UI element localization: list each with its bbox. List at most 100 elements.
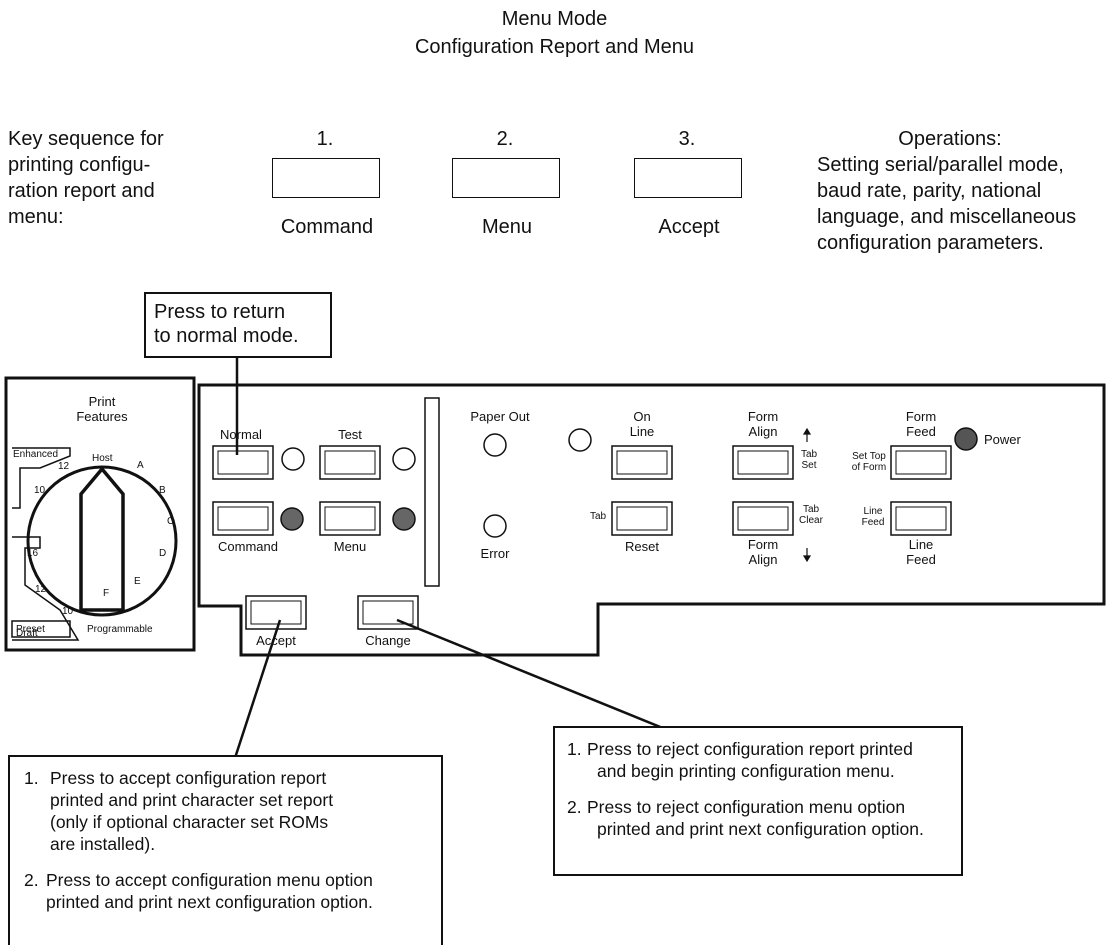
print-features-title: Print Features: [62, 394, 142, 424]
on-line-indicator: [568, 428, 592, 452]
accept-callout-line: printed and print character set report: [50, 790, 334, 810]
set-top-of-form-label-line: of Form: [851, 462, 887, 473]
change-callout-item: 2. Press to reject configuration menu op…: [567, 796, 951, 840]
draft-label: Draft: [16, 628, 38, 639]
normal-key-label: Normal: [220, 427, 262, 442]
tab-clear-label-line: Tab: [802, 504, 820, 515]
normal-callout-line: Press to return: [154, 301, 286, 323]
change-callout-line: and begin printing configuration menu.: [597, 761, 895, 781]
line-feed-label: Line Feed: [891, 537, 951, 567]
preset-label: Preset: [16, 624, 45, 635]
form-align-up-label-line: Align: [748, 424, 778, 439]
accept-callout-line: Press to accept configuration report: [50, 768, 327, 788]
on-line-label: On Line: [612, 409, 672, 439]
step-number-1: 1.: [316, 128, 334, 150]
tab-set-label-line: Tab: [800, 449, 818, 460]
test-indicator: [392, 447, 416, 471]
reset-tab-label: Tab: [590, 511, 607, 522]
sequence-intro: Key sequence for printing configu- ratio…: [8, 126, 164, 230]
accept-callout-line: (only if optional character set ROMs: [50, 812, 329, 832]
command-key-illustration: [272, 158, 380, 198]
tab-clear-label: Tab Clear: [796, 504, 826, 526]
print-features-title-line: Print: [88, 394, 116, 409]
tab-set-label-line: Set: [801, 460, 817, 471]
accept-key-illustration: [634, 158, 742, 198]
form-feed-label-line: Feed: [906, 424, 936, 439]
enhanced-label: Enhanced: [13, 449, 59, 460]
change-callout-line: printed and print next configuration opt…: [597, 819, 924, 839]
paper-out-indicator: [483, 433, 507, 457]
line-feed-label-line: Line: [908, 537, 934, 552]
accept-callout: 1. Press to accept configuration report …: [8, 755, 443, 945]
accept-callout-item: 1. Press to accept configuration report …: [24, 767, 431, 855]
dial-label-12-bottom: 12: [35, 584, 47, 595]
accept-callout-item-number: 2.: [24, 870, 39, 890]
normal-callout: Press to return to normal mode.: [144, 292, 332, 358]
step-number-3: 3.: [678, 128, 696, 150]
host-label: Host: [92, 453, 113, 464]
accept-callout-item-text: Press to accept configuration menu optio…: [46, 869, 373, 913]
dial-label-c: C: [167, 516, 175, 527]
change-callout-item: 1. Press to reject configuration report …: [567, 738, 951, 782]
step-key-label-1: Command: [280, 216, 374, 238]
tab-clear-label-line: Clear: [799, 515, 823, 526]
menu-key-illustration: [452, 158, 560, 198]
form-align-down-label-line: Align: [748, 552, 778, 567]
line-feed-label-line: Feed: [906, 552, 936, 567]
operations-text: Setting serial/parallel mode, baud rate,…: [817, 152, 1076, 256]
set-top-of-form-label-line: Set Top: [852, 451, 886, 462]
command-indicator-lit: [280, 507, 304, 531]
dial-pointer: [79, 466, 125, 612]
step-number-2: 2.: [496, 128, 514, 150]
form-feed-label-line: Form: [905, 409, 937, 424]
reset-key-label: Reset: [625, 539, 659, 554]
test-key-label: Test: [338, 427, 362, 442]
on-line-label-line: Line: [629, 424, 655, 439]
sequence-intro-line: Key sequence for: [8, 128, 164, 150]
dial-label-b: B: [159, 485, 166, 496]
operations-heading: Operations:: [898, 128, 1002, 150]
command-key-label: Command: [218, 539, 278, 554]
operations-line: language, and miscellaneous: [817, 206, 1077, 228]
dial-label-10-top: 10: [34, 485, 46, 496]
accept-callout-item: 2. Press to accept configuration menu op…: [24, 869, 431, 913]
dial-label-16: 16: [27, 548, 39, 559]
sequence-intro-line: menu:: [8, 206, 64, 228]
menu-indicator-lit: [392, 507, 416, 531]
form-align-down-label-line: Form: [747, 537, 779, 552]
print-features-title-line: Features: [76, 409, 128, 424]
page-title: Menu Mode: [501, 8, 608, 30]
power-label: Power: [984, 432, 1021, 447]
change-callout-item-text: Press to reject configuration report pri…: [587, 738, 913, 782]
print-features-panel-border: [4, 376, 196, 652]
form-align-up-label: Form Align: [733, 409, 793, 439]
accept-callout-item-text: Press to accept configuration report pri…: [46, 767, 333, 855]
accept-callout-line: printed and print next configuration opt…: [46, 892, 373, 912]
operations-line: configuration parameters.: [817, 232, 1044, 254]
dial-label-d: D: [159, 548, 167, 559]
set-top-of-form-label: Set Top of Form: [848, 451, 890, 473]
dial-label-a: A: [137, 460, 144, 471]
menu-key-label: Menu: [333, 539, 367, 554]
change-callout-line: Press to reject configuration report pri…: [587, 739, 913, 759]
dial-label-f: F: [103, 588, 110, 599]
form-align-down-label: Form Align: [733, 537, 793, 567]
paper-out-label: Paper Out: [470, 409, 530, 424]
page-subtitle: Configuration Report and Menu: [414, 36, 695, 58]
change-callout-item-text: Press to reject configuration menu optio…: [587, 796, 924, 840]
accept-callout-line: are installed).: [50, 834, 156, 854]
sequence-intro-line: printing configu-: [8, 154, 151, 176]
tab-set-label: Tab Set: [796, 449, 822, 471]
line-feed-side-label-line: Line: [863, 506, 883, 517]
step-key-label-3: Accept: [658, 216, 720, 238]
draft-bracket: [12, 536, 80, 641]
form-feed-label: Form Feed: [891, 409, 951, 439]
accept-callout-line: Press to accept configuration menu optio…: [46, 870, 373, 890]
enhanced-bracket: [12, 447, 71, 509]
line-feed-side-label: Line Feed: [858, 506, 888, 528]
change-key-label: Change: [365, 633, 411, 648]
dial-label-e: E: [134, 576, 141, 587]
change-callout-item-number: 2.: [567, 797, 582, 817]
change-leader-line: [396, 618, 681, 737]
